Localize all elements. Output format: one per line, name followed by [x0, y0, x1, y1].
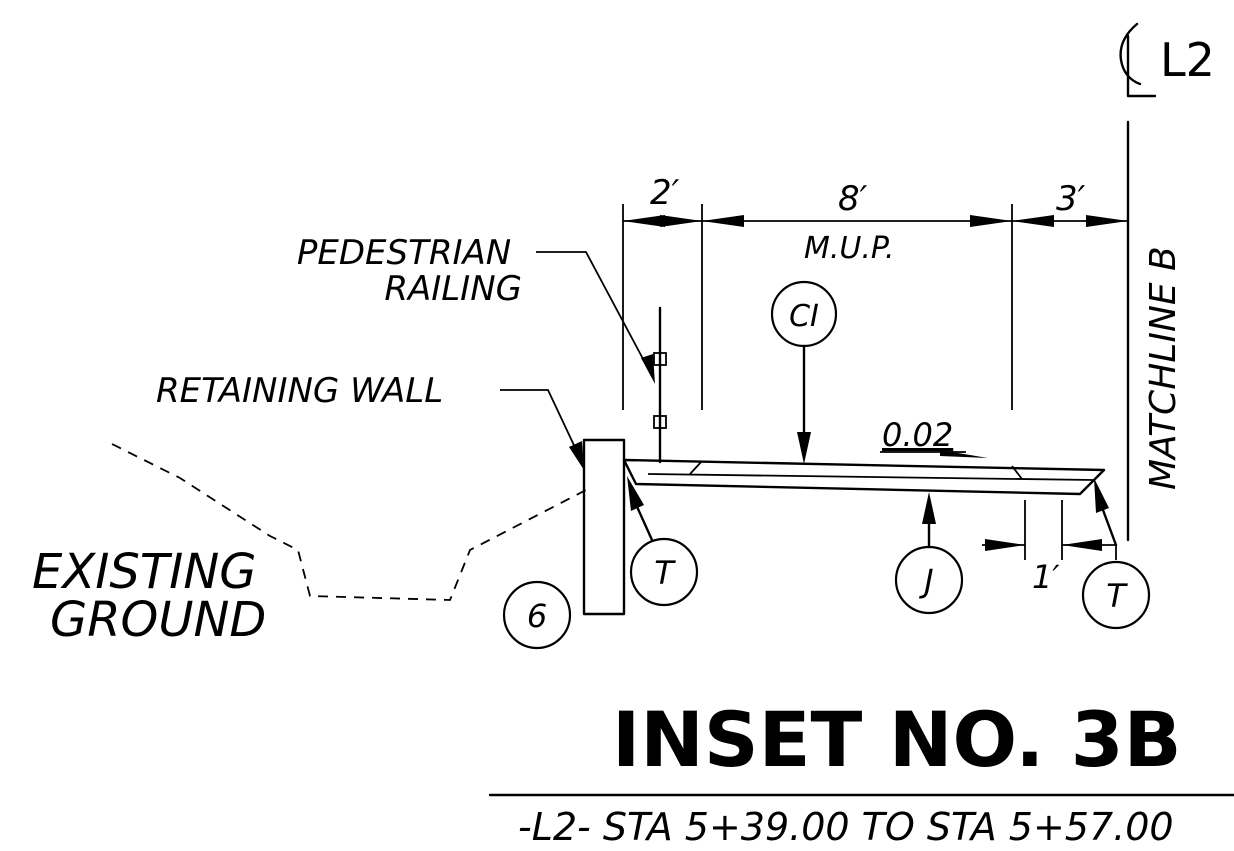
leader-arrowhead [641, 354, 655, 384]
six-bubble [502, 580, 572, 650]
dimension-2ft: 2′ [650, 173, 680, 213]
pedestrian-railing-label: PEDESTRIAN RAILING [297, 233, 522, 309]
dimension-3ft: 3′ [1056, 179, 1086, 219]
ci-arrowhead [797, 432, 811, 464]
t-left-label: T [654, 554, 676, 592]
j-arrowhead [922, 492, 936, 524]
t-right-arrowhead [1094, 478, 1109, 513]
leader-arrowhead [569, 441, 584, 470]
leader-line [536, 251, 651, 373]
pedestrian-railing [653, 306, 667, 464]
ci-label: CI [789, 299, 819, 334]
slope-arrow [940, 450, 988, 458]
mup-label: M.U.P. [804, 231, 894, 266]
one-foot-dimension [982, 500, 1117, 560]
dimension-8ft: 8′ [838, 179, 868, 219]
slope-label: 0.02 [882, 416, 953, 454]
t-left-arrowhead [627, 476, 644, 511]
existing-ground-line [111, 443, 587, 601]
dimension-line [623, 215, 1128, 227]
t-right-label: T [1106, 577, 1128, 615]
centerline-marker: L2 [1119, 22, 1215, 98]
retaining-wall [582, 438, 626, 616]
station-range: -L2- STA 5+39.00 TO STA 5+57.00 [518, 805, 1174, 849]
t-left-bubble [629, 537, 699, 607]
pavement-section [622, 458, 1106, 496]
retaining-wall-label: RETAINING WALL [156, 371, 443, 411]
six-label: 6 [527, 597, 547, 635]
matchline-label: MATCHLINE B [1143, 246, 1184, 490]
existing-ground-label: EXISTING GROUND [32, 544, 272, 648]
centerline-label: L2 [1160, 33, 1215, 87]
centerline-symbol [1119, 22, 1157, 98]
dimension-1ft: 1′ [1032, 558, 1060, 596]
leader-line [500, 389, 581, 459]
inset-title: INSET NO. 3B [612, 695, 1182, 784]
t-right-bubble [1081, 560, 1151, 630]
